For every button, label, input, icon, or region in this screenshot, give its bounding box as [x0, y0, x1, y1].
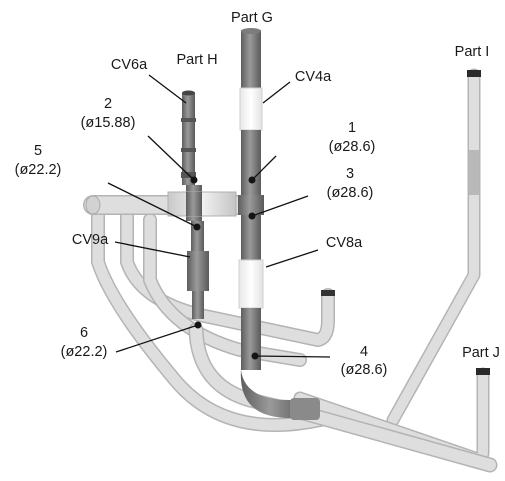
- part-h-label: Part H: [176, 52, 217, 68]
- part-j-label: Part J: [462, 345, 500, 361]
- part-j-cap: [476, 368, 490, 375]
- point-2-diameter: (ø15.88): [81, 115, 136, 131]
- part-i-pipe-core: [388, 70, 479, 425]
- part-g-pipe: [238, 28, 320, 420]
- point-2-number: 2: [104, 96, 112, 112]
- labels: Part G Part H Part I Part J CV6a CV4a CV…: [15, 10, 500, 378]
- point-1-number: 1: [348, 120, 356, 136]
- cv9a-label: CV9a: [72, 232, 109, 248]
- cv6a-label: CV6a: [111, 57, 148, 73]
- u-pipe-cap: [321, 290, 335, 296]
- left-pipe-2-core: [121, 209, 334, 346]
- point-4-number: 4: [360, 344, 368, 360]
- point-3-number: 3: [346, 166, 354, 182]
- part-i-pipe: [386, 68, 481, 427]
- point-5-diameter: (ø22.2): [15, 162, 62, 178]
- part-i-cap: [467, 70, 481, 77]
- part-h-pipe-overlap: [186, 192, 202, 216]
- point-5-number: 5: [34, 143, 42, 159]
- point-4-diameter: (ø28.6): [341, 362, 388, 378]
- point-6-number: 6: [80, 325, 88, 341]
- left-drop-pipe-core: [92, 199, 326, 431]
- left-pipe-3-core: [144, 214, 306, 366]
- part-i-shade: [469, 150, 479, 195]
- left-pipe-3: [143, 213, 307, 367]
- leader-lines: [107, 74, 331, 358]
- point-1-diameter: (ø28.6): [329, 139, 376, 155]
- point-3-diameter: (ø28.6): [327, 185, 374, 201]
- cv4a-label: CV4a: [295, 69, 332, 85]
- point-6-diameter: (ø22.2): [61, 344, 108, 360]
- left-header-cap: [85, 195, 101, 215]
- part-i-label: Part I: [455, 44, 490, 60]
- cv8a-label: CV8a: [326, 235, 363, 251]
- part-g-label: Part G: [231, 10, 273, 26]
